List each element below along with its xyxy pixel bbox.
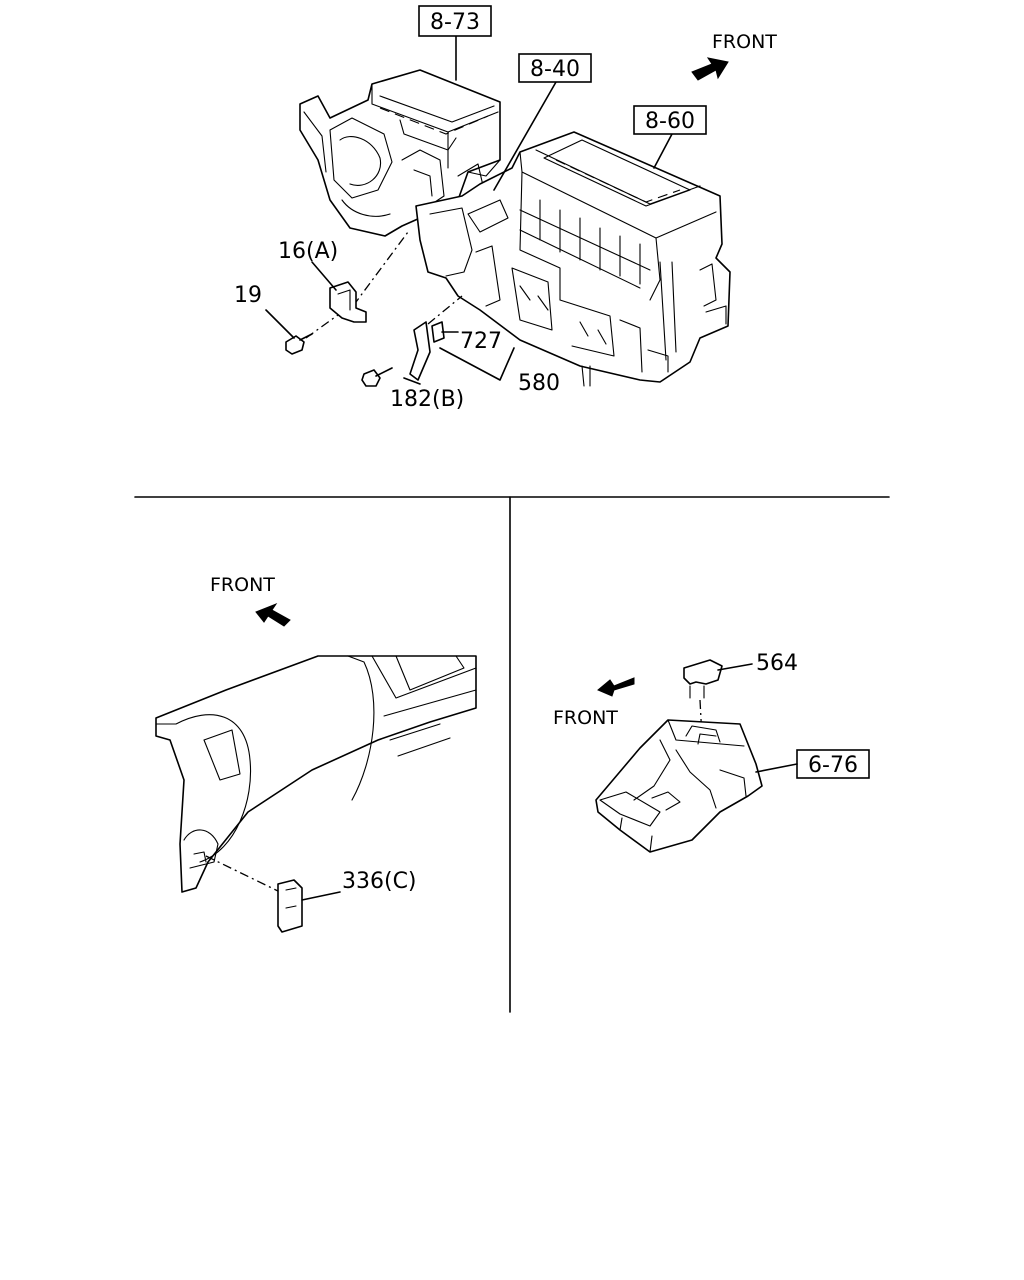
front-arrow-icon (255, 602, 291, 627)
part-182b-label: 182(B) (390, 387, 464, 412)
part-564-label: 564 (756, 651, 798, 676)
leader-840 (493, 81, 557, 191)
plate-580-drawing (409, 295, 463, 381)
bracket-336c-drawing (277, 879, 303, 933)
leader-182b (403, 377, 421, 385)
front-arrow-icon (597, 677, 635, 697)
mount-leader-564 (699, 699, 703, 739)
front-label-top: FRONT (712, 31, 777, 53)
leader-16a (311, 261, 337, 291)
ref-860-label: 8-60 (645, 109, 695, 134)
front-arrow-icon (691, 57, 729, 81)
ref-676-label: 6-76 (808, 753, 858, 778)
leader-564 (717, 663, 753, 671)
part-336c-label: 336(C) (342, 869, 417, 894)
part-19-label: 19 (234, 283, 262, 308)
ref-873-label: 8-73 (430, 10, 480, 35)
dashboard-drawing (155, 655, 477, 893)
bracket-16a-drawing (329, 281, 367, 323)
leader-860 (653, 133, 673, 169)
part-580-label: 580 (518, 371, 560, 396)
clip-564-drawing (683, 659, 723, 699)
ref-840-label: 8-40 (530, 57, 580, 82)
front-label-bottom-left: FRONT (210, 574, 275, 596)
console-drawing (595, 719, 763, 853)
bottom-right-panel: FRONT 564 6-76 (553, 651, 870, 853)
ref-box-676 (796, 749, 870, 779)
mount-leader-336c (205, 855, 281, 893)
leader-676 (755, 763, 798, 773)
ref-box-860 (633, 105, 707, 135)
screw-19-drawing (285, 333, 313, 355)
leader-19 (265, 309, 295, 339)
heater-unit-drawing (415, 131, 731, 387)
bottom-left-panel: FRONT 336(C) (155, 574, 477, 933)
front-label-bottom-right: FRONT (553, 707, 618, 729)
top-panel: 8-73 8-40 8-60 FRONT 16(A) 19 727 580 18… (234, 5, 777, 412)
ref-box-873 (418, 5, 492, 37)
screw-182b-drawing (361, 367, 393, 387)
leader-336c (301, 891, 341, 901)
part-16a-label: 16(A) (278, 239, 338, 264)
ref-box-840 (518, 53, 592, 83)
leader-580 (439, 347, 515, 381)
part-727-label: 727 (460, 329, 502, 354)
